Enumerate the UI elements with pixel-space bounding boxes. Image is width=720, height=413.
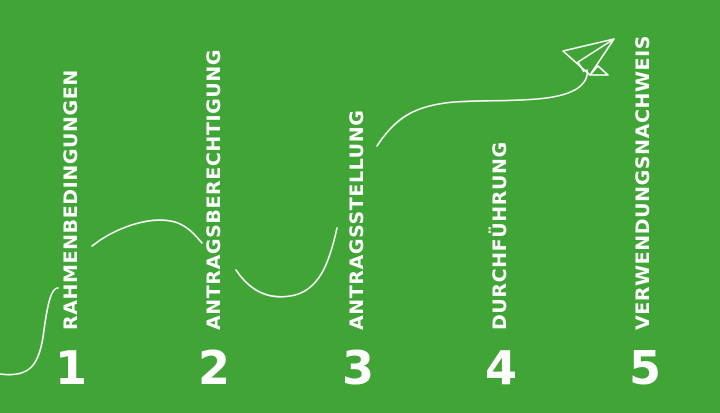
step-number-5: 5 — [628, 341, 661, 395]
paper-plane-icon — [562, 38, 615, 76]
flight-path-line — [0, 69, 589, 376]
step-label-1: RAHMENBEDINGUNGEN — [60, 69, 82, 330]
step-label-3: ANTRAGSSTELLUNG — [346, 109, 368, 330]
step-label-5: VERWENDUNGSNACHWEIS — [632, 34, 654, 330]
step-number-1: 1 — [54, 341, 87, 395]
step-number-2: 2 — [197, 341, 230, 395]
step-label-2: ANTRAGSBERECHTIGUNG — [203, 48, 225, 330]
step-label-4: DURCHFÜHRUNG — [489, 141, 511, 330]
step-number-3: 3 — [341, 341, 374, 395]
step-number-4: 4 — [484, 341, 517, 395]
